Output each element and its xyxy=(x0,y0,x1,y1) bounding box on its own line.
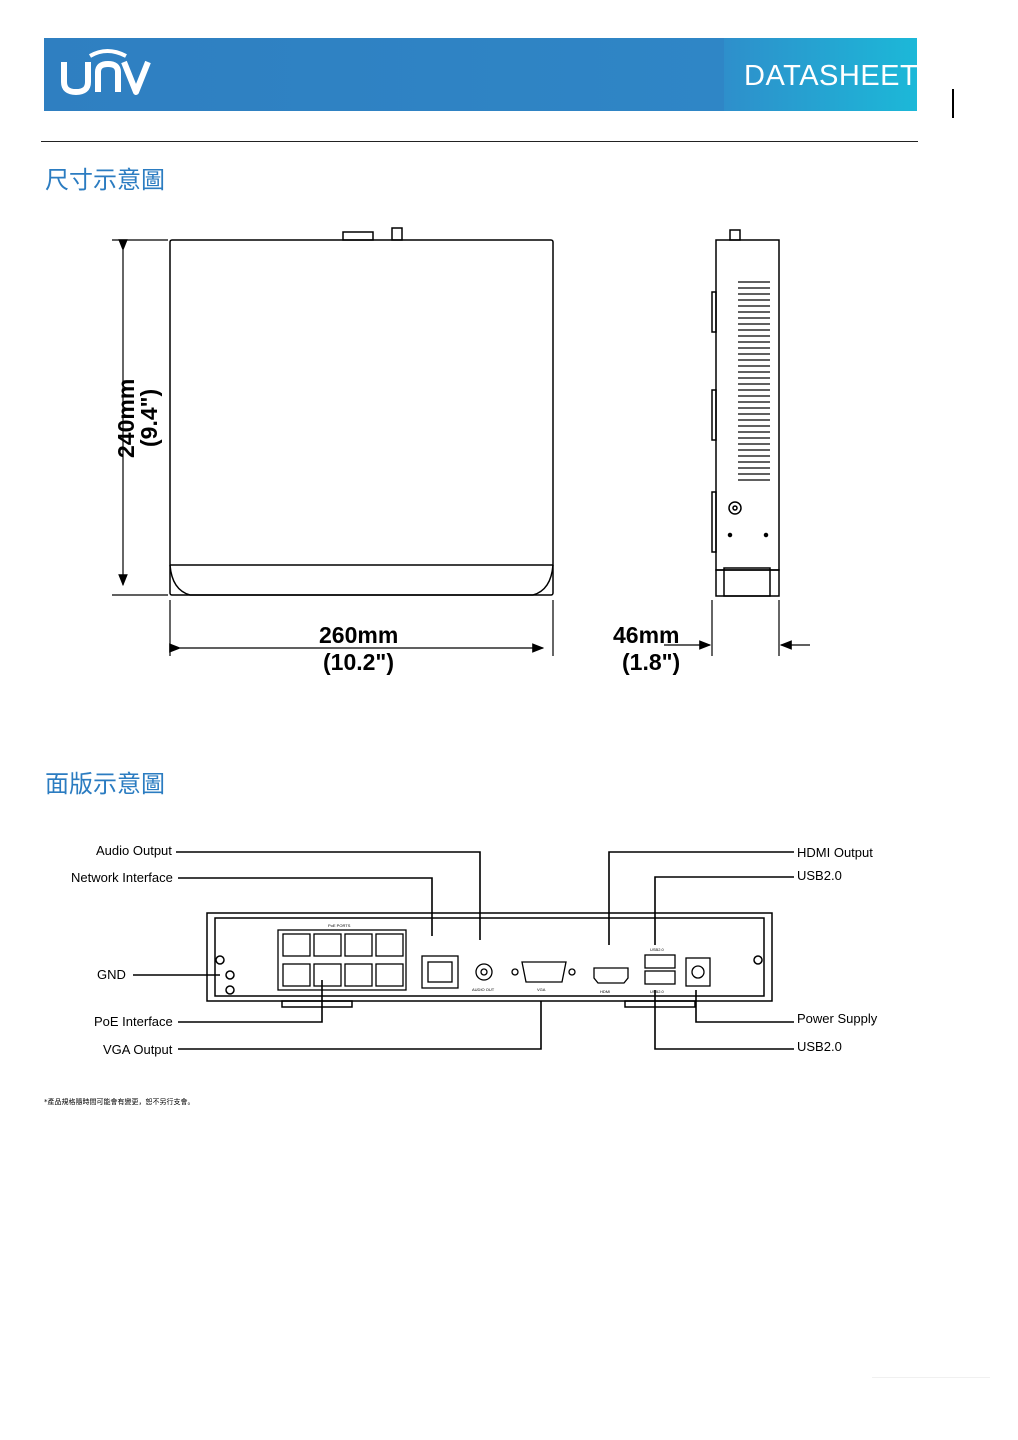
width-dimension xyxy=(169,600,554,656)
audio-out-port xyxy=(475,963,493,981)
section-title-panel: 面版示意圖 xyxy=(45,770,165,798)
footer-line xyxy=(872,1377,990,1378)
footnote: *產品規格隨時間可能會有變更，恕不另行支會。 xyxy=(44,1098,195,1106)
power-port xyxy=(685,957,711,987)
hdmi-port xyxy=(593,967,629,984)
height-mm-label: 240mm xyxy=(113,379,139,458)
section-title-dimensions: 尺寸示意圖 xyxy=(45,166,165,194)
usb-top-text: USB2.0 xyxy=(650,947,665,952)
width-mm-label: 260mm xyxy=(319,622,398,648)
height-in-label: (9.4") xyxy=(136,389,162,447)
label-usb-bottom: USB2.0 xyxy=(797,1039,842,1054)
doc-type-label: DATASHEET xyxy=(744,60,919,92)
poe-port-block xyxy=(277,929,407,991)
network-port xyxy=(421,955,459,989)
vga-text: VGA xyxy=(537,987,546,992)
vga-port xyxy=(511,961,576,983)
label-audio-output: Audio Output xyxy=(96,843,172,858)
header-divider xyxy=(41,141,918,142)
depth-in-label: (1.8") xyxy=(622,649,680,675)
label-hdmi-output: HDMI Output xyxy=(797,845,873,860)
banner-accent xyxy=(724,38,917,111)
usb-ports xyxy=(644,954,676,985)
side-vents xyxy=(738,281,770,481)
header-banner xyxy=(44,38,917,111)
page-marker xyxy=(952,89,954,118)
usb-bottom-text: USB2.0 xyxy=(650,989,665,994)
depth-dimension xyxy=(664,600,810,656)
label-gnd: GND xyxy=(97,967,126,982)
dimension-drawing: 240mm (9.4") 260mm (10.2") 46mm (1.8") xyxy=(112,227,810,675)
hdmi-text: HDMI xyxy=(600,989,610,994)
side-view xyxy=(711,229,780,597)
label-power-supply: Power Supply xyxy=(797,1011,878,1026)
depth-mm-label: 46mm xyxy=(613,622,679,648)
chassis xyxy=(206,912,773,1008)
top-view xyxy=(169,227,554,596)
poe-ports-text: PoE PORTS xyxy=(328,923,351,928)
label-poe-interface: PoE Interface xyxy=(94,1014,173,1029)
leader-lines xyxy=(133,851,794,1050)
label-network-interface: Network Interface xyxy=(71,870,173,885)
height-dimension xyxy=(112,239,168,596)
width-in-label: (10.2") xyxy=(323,649,394,675)
audio-out-text: AUDIO OUT xyxy=(472,987,495,992)
label-vga-output: VGA Output xyxy=(103,1042,173,1057)
unv-logo xyxy=(61,49,151,96)
label-usb-top: USB2.0 xyxy=(797,868,842,883)
